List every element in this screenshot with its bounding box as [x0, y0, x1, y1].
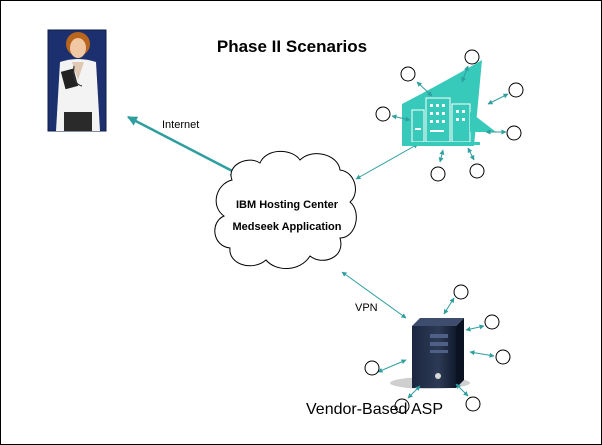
hospital-link: [355, 143, 419, 180]
client-node-icon: [484, 314, 500, 330]
client-node-icon: [430, 166, 446, 182]
vpn-link: [341, 271, 407, 319]
doctor-icon: [47, 29, 107, 132]
client-node-icon: [508, 82, 524, 98]
client-node-icon: [400, 66, 416, 82]
client-node-icon: [469, 163, 485, 179]
server-tower-icon: [390, 318, 470, 389]
client-node-icon: [364, 360, 380, 376]
vendor-label: Vendor-Based ASP: [306, 401, 443, 418]
client-node-icon: [506, 125, 522, 141]
client-node-icon: [495, 349, 511, 365]
cloud-label-line1: IBM Hosting Center: [236, 199, 339, 211]
cloud-label-line2: Medseek Application: [232, 221, 341, 233]
client-node-icon: [375, 106, 391, 122]
hospital-satellite-links: [391, 65, 509, 163]
internet-link: [127, 115, 241, 177]
cloud-icon: [214, 150, 357, 269]
client-node-icon: [453, 284, 469, 300]
server-satellite-links: [377, 297, 495, 399]
hospital-building-icon: [402, 60, 496, 146]
internet-label: Internet: [162, 119, 199, 131]
client-node-icon: [464, 49, 480, 65]
client-node-icon: [465, 396, 481, 412]
vpn-label: VPN: [355, 302, 378, 314]
page-title: Phase II Scenarios: [217, 37, 367, 56]
client-node-icon: [394, 398, 410, 414]
